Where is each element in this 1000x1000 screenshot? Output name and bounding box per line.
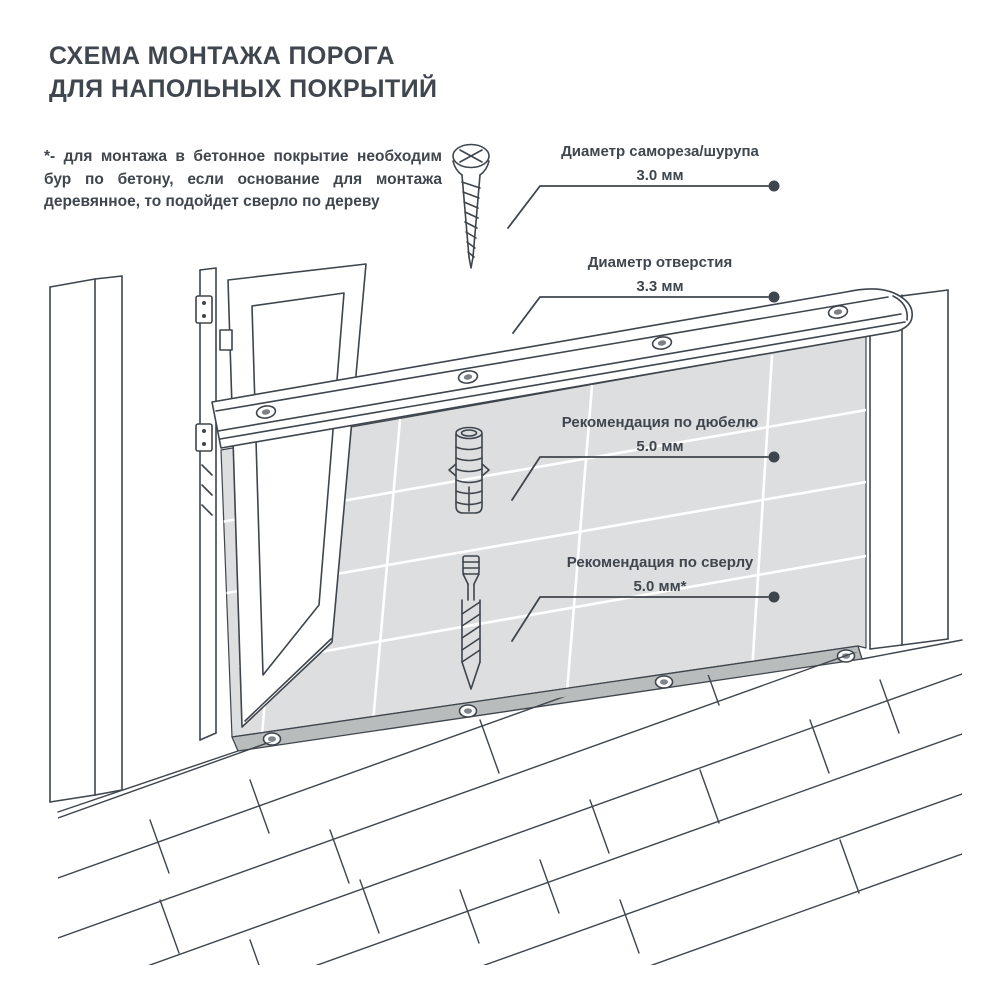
label-dowel-recommendation: Рекомендация по дюбелю 5.0 мм [540, 414, 780, 455]
page-title: СХЕМА МОНТАЖА ПОРОГА ДЛЯ НАПОЛЬНЫХ ПОКРЫ… [49, 40, 437, 106]
floor-dowel-holes [262, 649, 856, 746]
dowel-icon [448, 426, 490, 514]
label-screw-diameter: Диаметр самореза/шурупа 3.0 мм [540, 143, 780, 184]
page-title-line1: СХЕМА МОНТАЖА ПОРОГА [49, 42, 395, 70]
label-drill-recommendation: Рекомендация по сверлу 5.0 мм* [540, 554, 780, 595]
label-hole-diameter: Диаметр отверстия 3.3 мм [540, 254, 780, 295]
floor-boundary [57, 639, 963, 813]
leader-line-hole-diameter [512, 291, 780, 334]
label-hole-diameter-heading: Диаметр отверстия [587, 254, 733, 271]
footnote-text: *- для монтажа в бетонное покрытие необх… [44, 148, 442, 210]
leader-line-dowel [511, 451, 780, 501]
label-dowel-recommendation-heading: Рекомендация по дюбелю [561, 414, 759, 431]
threshold-strip [211, 288, 913, 449]
door-leaf [219, 263, 367, 728]
leader-line-screw-diameter [507, 180, 780, 229]
drill-bit-icon [461, 555, 481, 690]
label-dowel-recommendation-value: 5.0 мм [636, 438, 684, 455]
right-wall [869, 289, 949, 650]
door-frame-post [195, 267, 217, 741]
label-hole-diameter-value: 3.3 мм [636, 278, 684, 295]
strip-screw-holes [255, 305, 849, 419]
screw-icon [452, 143, 490, 269]
left-door-jamb [49, 275, 123, 803]
page-title-line2: ДЛЯ НАПОЛЬНЫХ ПОКРЫТИЙ [49, 75, 438, 103]
label-drill-recommendation-value: 5.0 мм* [633, 578, 687, 595]
leader-line-drill [511, 591, 780, 642]
label-screw-diameter-heading: Диаметр самореза/шурупа [561, 143, 759, 160]
label-screw-diameter-value: 3.0 мм [636, 167, 684, 184]
label-drill-recommendation-heading: Рекомендация по сверлу [566, 554, 754, 571]
